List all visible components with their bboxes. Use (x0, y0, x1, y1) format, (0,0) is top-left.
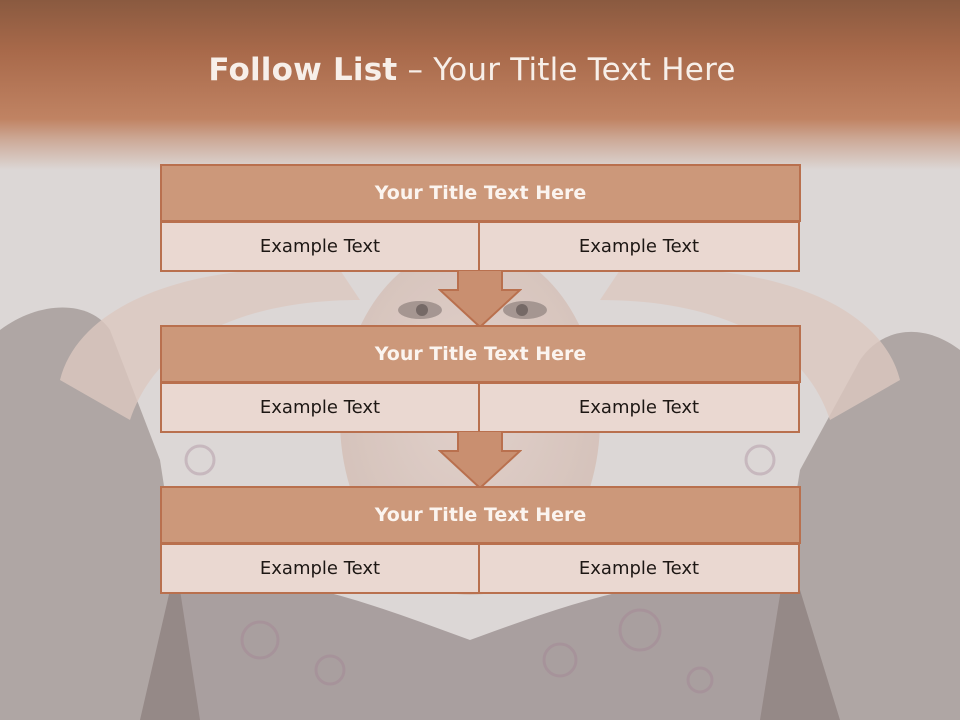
slide-title-bold: Follow List (208, 52, 398, 88)
block-left-text: Example Text (160, 544, 480, 594)
block-right-text: Example Text (480, 222, 800, 272)
slide-title: Follow List – Your Title Text Here (0, 52, 944, 88)
follow-block-2: Your Title Text Here Example Text Exampl… (160, 325, 801, 433)
follow-block-3: Your Title Text Here Example Text Exampl… (160, 486, 801, 594)
block-left-text: Example Text (160, 222, 480, 272)
block-right-text: Example Text (480, 383, 800, 433)
block-left-text: Example Text (160, 383, 480, 433)
slide-title-rest: – Your Title Text Here (397, 52, 736, 88)
block-title: Your Title Text Here (160, 325, 801, 383)
header-band (0, 0, 960, 170)
down-arrow-icon (438, 270, 522, 328)
block-title: Your Title Text Here (160, 164, 801, 222)
down-arrow-icon (438, 431, 522, 489)
block-title: Your Title Text Here (160, 486, 801, 544)
block-right-text: Example Text (480, 544, 800, 594)
follow-block-1: Your Title Text Here Example Text Exampl… (160, 164, 801, 272)
